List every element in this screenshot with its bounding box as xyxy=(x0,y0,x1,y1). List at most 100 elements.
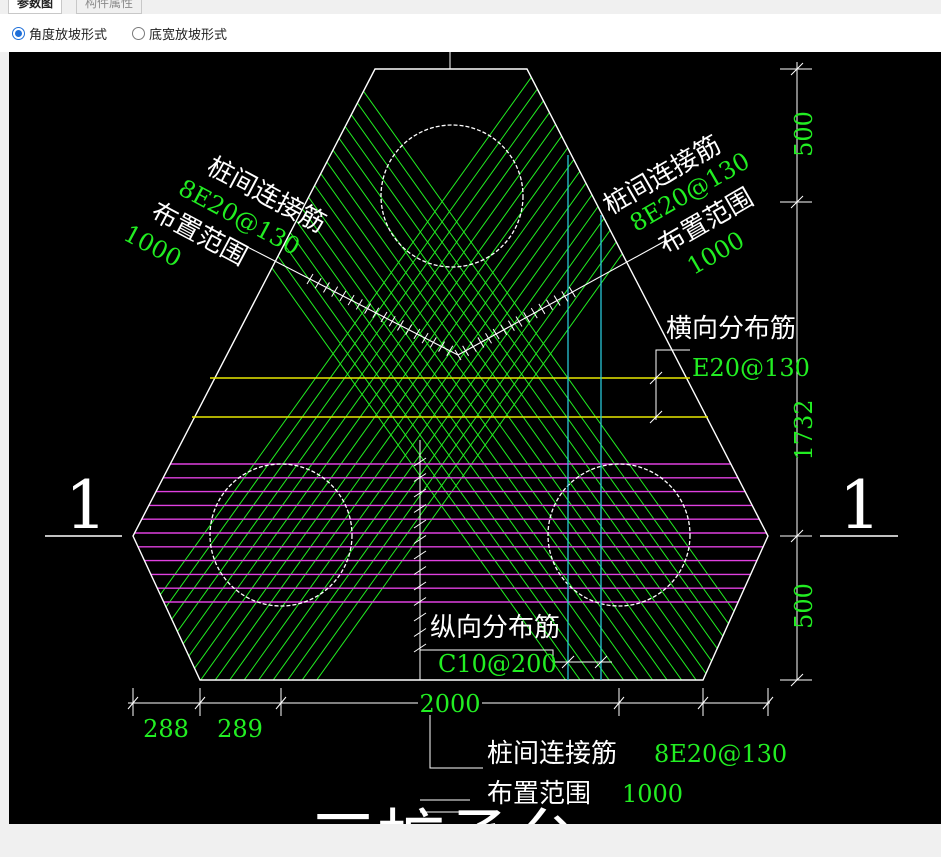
connector-tick xyxy=(323,282,330,293)
radio-angle-slope-label: 角度放坡形式 xyxy=(29,28,108,43)
transverse-leader xyxy=(649,349,690,424)
radio-selected-icon xyxy=(12,27,25,40)
connector-tick xyxy=(507,320,515,331)
diagram-title: 三桩承台 xyxy=(309,803,581,824)
bottom-callout-title: 桩间连接筋 xyxy=(487,739,617,769)
connector-tick xyxy=(314,277,322,289)
drawing-canvas: 1 1 500 1732 500 288 289 2000 桩间连接筋 xyxy=(9,52,941,824)
bottom-bar xyxy=(0,824,941,857)
center-tick xyxy=(413,643,427,653)
connector-tick xyxy=(515,316,523,327)
center-tick xyxy=(413,504,427,513)
rebar-line xyxy=(197,69,768,680)
longitudinal-title: 纵向分布筋 xyxy=(430,613,560,643)
longitudinal-rebar-lines xyxy=(133,463,768,603)
connector-tick xyxy=(530,307,538,319)
cap-outline xyxy=(132,68,769,681)
longitudinal-spec: C10@200 xyxy=(438,650,557,678)
dim-bottom-289: 289 xyxy=(217,715,263,743)
pile-top xyxy=(380,124,524,268)
center-tick xyxy=(413,550,427,560)
connector-tick xyxy=(492,328,500,340)
bottom-callout-range-label: 布置范围 xyxy=(487,779,591,809)
connector-tick xyxy=(372,307,380,319)
slope-options: 角度放坡形式 底宽放坡形式 xyxy=(0,14,941,52)
right-dimension-chain xyxy=(780,62,812,687)
connector-tick xyxy=(454,349,462,361)
connector-tick xyxy=(485,332,492,344)
dim-2000-bg xyxy=(418,691,482,715)
section-mark-right: 1 xyxy=(839,467,881,544)
section-mark-left: 1 xyxy=(65,467,107,544)
connector-tick xyxy=(339,290,347,302)
rebar-line xyxy=(133,69,674,680)
connector-ticks xyxy=(306,273,576,361)
rebar-line xyxy=(183,69,768,680)
rebar-line xyxy=(133,69,703,680)
bottom-callout-spec: 8E20@130 xyxy=(654,740,787,768)
rebar-line xyxy=(133,69,702,680)
center-tick xyxy=(413,535,427,544)
radio-width-slope[interactable]: 底宽放坡形式 xyxy=(132,24,227,43)
connector-tick xyxy=(421,332,429,344)
center-tick xyxy=(413,628,427,637)
connector-tick xyxy=(364,303,371,314)
transverse-title: 横向分布筋 xyxy=(666,314,796,344)
connector-tick xyxy=(397,320,404,331)
bottom-callout-range-value: 1000 xyxy=(622,780,683,808)
left-gutter xyxy=(0,52,9,857)
center-tick xyxy=(413,457,427,467)
connector-tick xyxy=(462,345,470,357)
connector-tick xyxy=(331,286,339,297)
dim-bottom-288: 288 xyxy=(143,715,189,743)
longitudinal-tick-1 xyxy=(561,655,575,669)
connector-tick xyxy=(523,312,531,323)
connector-tick xyxy=(438,341,445,352)
center-tick xyxy=(413,488,427,498)
connector-tick xyxy=(477,337,485,348)
transverse-spec: E20@130 xyxy=(692,354,810,382)
connector-tick xyxy=(538,303,546,315)
dim-right-500-bottom: 500 xyxy=(790,583,818,629)
rebar-line xyxy=(180,69,768,680)
radio-width-slope-label: 底宽放坡形式 xyxy=(149,28,228,43)
radio-unselected-icon xyxy=(132,27,145,40)
connector-tick xyxy=(306,273,314,285)
center-tick xyxy=(413,519,427,529)
center-tick xyxy=(413,566,427,575)
center-tick xyxy=(413,597,427,606)
radio-angle-slope[interactable]: 角度放坡形式 xyxy=(12,24,107,43)
pile-left xyxy=(209,463,353,607)
rebar-line xyxy=(133,69,746,680)
connector-tick xyxy=(561,291,569,302)
rebar-line xyxy=(133,69,716,680)
connector-tick xyxy=(469,341,477,352)
rebar-line xyxy=(133,69,688,680)
center-tick xyxy=(413,473,427,482)
left-callout: 桩间连接筋 8E20@130 布置范围 1000 xyxy=(119,152,331,273)
center-tick xyxy=(413,581,427,591)
dim-right-500-top: 500 xyxy=(790,111,818,157)
rebar-line xyxy=(133,69,732,680)
dim-bottom-2000: 2000 xyxy=(419,690,480,718)
bottom-leader xyxy=(420,715,483,813)
dim-right-1732: 1732 xyxy=(790,399,818,460)
connector-tick xyxy=(446,345,454,357)
connector-tick xyxy=(347,294,355,306)
center-ticks xyxy=(413,457,427,653)
rebar-line xyxy=(133,69,645,680)
tab-component-properties[interactable]: 构件属性 xyxy=(76,0,143,14)
rebar-line xyxy=(212,69,768,680)
rebar-line xyxy=(133,69,745,680)
connector-tick xyxy=(413,328,421,340)
connector-tick xyxy=(388,315,396,327)
connector-tick xyxy=(380,311,388,323)
connector-tick xyxy=(355,299,363,310)
tab-bar: 参数图 构件属性 xyxy=(0,0,941,14)
tab-parameter-diagram[interactable]: 参数图 xyxy=(8,0,63,14)
connector-tick xyxy=(546,299,553,311)
connector-tick xyxy=(500,324,508,336)
rebar-line xyxy=(133,69,659,680)
connector-tick xyxy=(568,286,576,298)
rebar-line xyxy=(133,69,731,680)
